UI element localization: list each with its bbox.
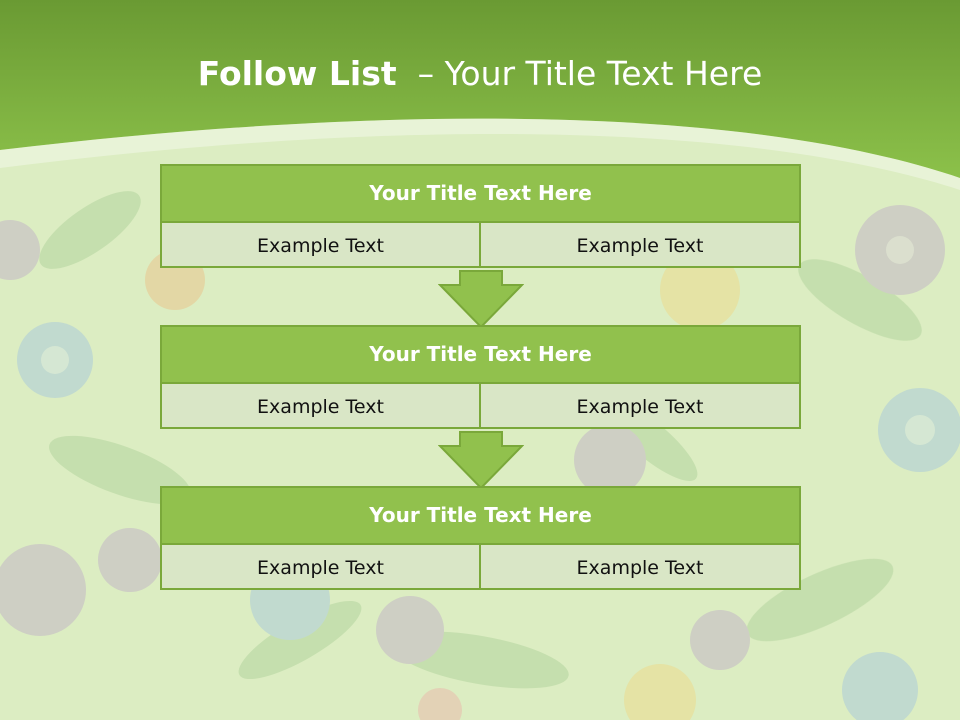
step-1-left-cell: Example Text (160, 221, 481, 268)
step-1-title: Your Title Text Here (160, 164, 801, 223)
step-3-title: Your Title Text Here (160, 486, 801, 545)
down-arrow-icon (438, 431, 524, 489)
step-1-right-cell: Example Text (479, 221, 801, 268)
step-2-left-cell: Example Text (160, 382, 481, 429)
step-3-left-cell: Example Text (160, 543, 481, 590)
step-2-right-cell: Example Text (479, 382, 801, 429)
down-arrow-icon (438, 270, 524, 328)
slide-title: Follow List – Your Title Text Here (0, 52, 960, 96)
slide-title-bold: Follow List (197, 54, 397, 93)
slide-title-rest: – Your Title Text Here (396, 54, 763, 93)
step-3-right-cell: Example Text (479, 543, 801, 590)
step-2-title: Your Title Text Here (160, 325, 801, 384)
